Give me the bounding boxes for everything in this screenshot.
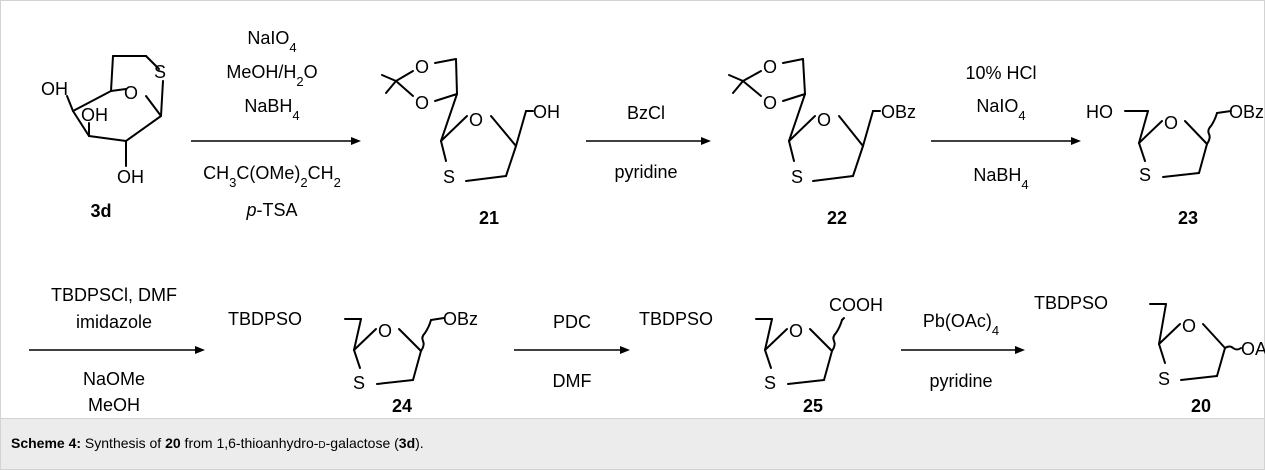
atom-O: O — [415, 57, 429, 77]
atom-TBDPSO: TBDPSO — [639, 309, 713, 329]
compound-23-structure: HO O S OBz — [1086, 102, 1264, 185]
atom-O: O — [378, 321, 392, 341]
caption-label: Scheme 4: — [11, 435, 82, 451]
atom-O: O — [1164, 113, 1178, 133]
atom-OBz: OBz — [1229, 102, 1264, 122]
atom-OH: OH — [117, 167, 144, 187]
atom-O: O — [469, 110, 483, 130]
atom-OBz: OBz — [881, 102, 916, 122]
atom-O: O — [763, 57, 777, 77]
compound-25-structure: TBDPSO O S COOH — [639, 295, 883, 393]
atom-TBDPSO: TBDPSO — [228, 309, 302, 329]
svg-text:NaOMe: NaOMe — [83, 369, 145, 389]
svg-text:NaBH4: NaBH4 — [244, 96, 299, 123]
compound-label-25: 25 — [803, 396, 823, 416]
compound-label-21: 21 — [479, 208, 499, 228]
svg-text:10% HCl: 10% HCl — [965, 63, 1036, 83]
reaction-step-6: Pb(OAc)4 pyridine — [901, 311, 1025, 391]
compound-24-structure: TBDPSO O S OBz — [228, 309, 478, 393]
compound-label-24: 24 — [392, 396, 412, 416]
figure-caption: Scheme 4: Synthesis of 20 from 1,6-thioa… — [11, 435, 424, 451]
caption-bar: Scheme 4: Synthesis of 20 from 1,6-thioa… — [1, 418, 1264, 469]
reaction-step-4: TBDPSCl, DMF imidazole NaOMe MeOH — [29, 285, 205, 415]
reaction-scheme: S O OH OH OH 3d NaIO4 MeOH/H2O NaBH4 CH3… — [29, 28, 1265, 416]
compound-20-structure: TBDPSO O S OAc — [1034, 293, 1265, 389]
svg-text:MeOH/H2O: MeOH/H2O — [226, 62, 317, 89]
svg-text:imidazole: imidazole — [76, 312, 152, 332]
svg-text:MeOH: MeOH — [88, 395, 140, 415]
svg-text:TBDPSCl, DMF: TBDPSCl, DMF — [51, 285, 177, 305]
compound-label-20: 20 — [1191, 396, 1211, 416]
svg-text:NaIO4: NaIO4 — [976, 96, 1025, 123]
svg-text:pyridine: pyridine — [929, 371, 992, 391]
compound-3d-structure: S O OH OH OH — [41, 55, 166, 187]
compound-22-structure: O O O S OBz — [728, 57, 916, 187]
atom-O: O — [763, 93, 777, 113]
reaction-step-5: PDC DMF — [514, 312, 630, 391]
svg-text:DMF: DMF — [553, 371, 592, 391]
atom-S: S — [154, 62, 166, 82]
atom-COOH: COOH — [829, 295, 883, 315]
svg-text:Pb(OAc)4: Pb(OAc)4 — [923, 311, 999, 338]
atom-S: S — [764, 373, 776, 393]
atom-O: O — [789, 321, 803, 341]
atom-S: S — [1158, 369, 1170, 389]
reaction-step-2: BzCl pyridine — [586, 103, 711, 182]
atom-S: S — [1139, 165, 1151, 185]
compound-label-3d: 3d — [90, 201, 111, 221]
atom-O: O — [817, 110, 831, 130]
atom-OBz: OBz — [443, 309, 478, 329]
compound-label-23: 23 — [1178, 208, 1198, 228]
atom-OH: OH — [533, 102, 560, 122]
compound-21-structure: O O O S OH — [381, 57, 560, 187]
svg-text:p-TSA: p-TSA — [245, 200, 297, 220]
svg-text:NaIO4: NaIO4 — [247, 28, 296, 55]
atom-O: O — [1182, 316, 1196, 336]
atom-OH: OH — [41, 79, 68, 99]
reaction-step-3: 10% HCl NaIO4 NaBH4 — [931, 63, 1081, 192]
svg-text:pyridine: pyridine — [614, 162, 677, 182]
svg-text:BzCl: BzCl — [627, 103, 665, 123]
reaction-step-1: NaIO4 MeOH/H2O NaBH4 CH3C(OMe)2CH2 p-TSA — [191, 28, 361, 220]
svg-text:CH3C(OMe)2CH2: CH3C(OMe)2CH2 — [203, 163, 341, 190]
atom-HO: HO — [1086, 102, 1113, 122]
compound-label-22: 22 — [827, 208, 847, 228]
atom-O: O — [124, 83, 138, 103]
atom-OH: OH — [81, 105, 108, 125]
atom-OAc: OAc — [1241, 339, 1265, 359]
atom-S: S — [443, 167, 455, 187]
svg-text:NaBH4: NaBH4 — [973, 165, 1028, 192]
atom-O: O — [415, 93, 429, 113]
atom-S: S — [791, 167, 803, 187]
svg-text:PDC: PDC — [553, 312, 591, 332]
atom-S: S — [353, 373, 365, 393]
atom-TBDPSO: TBDPSO — [1034, 293, 1108, 313]
